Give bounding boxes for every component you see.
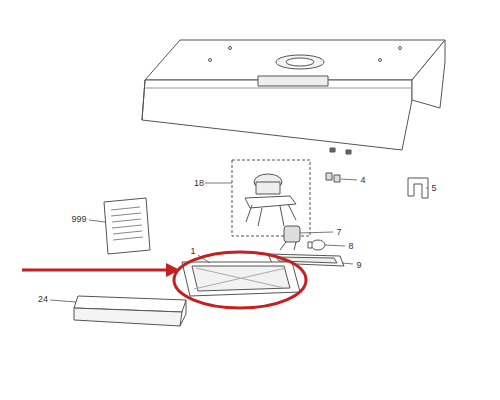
bulb (311, 240, 325, 250)
lamp-socket (284, 226, 300, 242)
hood-side (412, 40, 445, 108)
callout-number: 999 (71, 214, 86, 224)
callout-number: 9 (356, 260, 361, 270)
callout-number: 5 (431, 183, 436, 193)
hood-front (142, 80, 412, 150)
hood-top (145, 40, 445, 80)
callout-number: 1 (190, 246, 195, 256)
vent-slots (258, 76, 328, 86)
knob (326, 173, 332, 180)
callout-number: 8 (348, 241, 353, 251)
highlight-ring (174, 252, 306, 308)
manual (104, 198, 150, 254)
outlet-collar (276, 55, 324, 69)
callout-number: 4 (360, 175, 365, 185)
highlight-arrow (22, 269, 168, 272)
bracket (408, 178, 428, 198)
motor-box (232, 160, 310, 236)
callout-number: 24 (38, 294, 48, 304)
grease-filter (182, 262, 300, 296)
callout-number: 7 (336, 227, 341, 237)
callout-number: 18 (194, 178, 204, 188)
